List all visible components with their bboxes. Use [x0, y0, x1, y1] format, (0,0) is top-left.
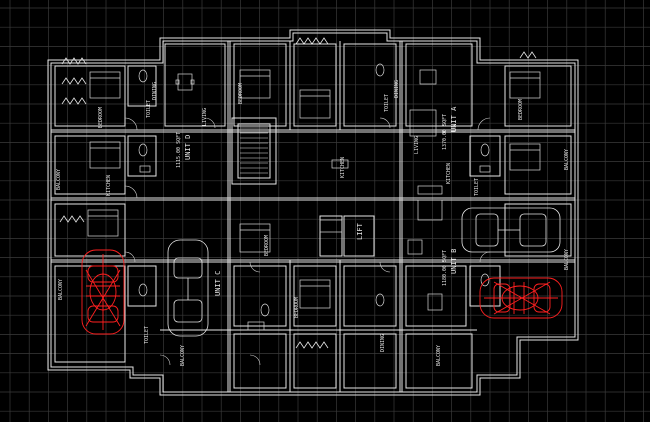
- car-top-view-icon: [81, 249, 125, 335]
- unit-d-label: UNIT D: [184, 135, 192, 160]
- door-swings: [124, 117, 491, 366]
- balcony-label: BALCONY: [564, 249, 570, 270]
- living-label: LIVING: [414, 136, 420, 154]
- kitchen-label: KITCHEN: [340, 157, 346, 178]
- kitchen-label: KITCHEN: [446, 163, 452, 184]
- unit-c-label: UNIT C: [214, 271, 222, 296]
- car-top-view-icon: [479, 277, 563, 319]
- kitchen-label: KITCHEN: [106, 175, 112, 196]
- lift-label: LIFT: [356, 222, 364, 240]
- bedroom-label: BEDROOM: [238, 83, 244, 104]
- living-label: LIVING: [202, 108, 208, 126]
- toilet-label: TOILET: [144, 326, 150, 344]
- dining-label: DINING: [380, 334, 386, 352]
- building-walls: [47, 29, 579, 396]
- bedroom-label: BEDROOM: [98, 107, 104, 128]
- unit-b-area-label: 1180.00 SQFT: [442, 250, 448, 286]
- balcony-label: BALCONY: [564, 149, 570, 170]
- balcony-railings: [59, 37, 537, 349]
- bedroom-label: BEDROOM: [264, 235, 270, 256]
- toilet-label: TOILET: [146, 100, 152, 118]
- toilet-label: TOILET: [474, 178, 480, 196]
- toilet-label: TOILET: [384, 94, 390, 112]
- suv-car-icon: [461, 207, 561, 253]
- staircase-treads: [240, 127, 268, 174]
- balcony-label: BALCONY: [58, 279, 64, 300]
- bedroom-label: BEDROOM: [518, 99, 524, 120]
- room-labels: UNIT D 1115.00 SQFT UNIT A 1370.00 SQFT …: [56, 80, 570, 366]
- unit-b-label: UNIT B: [450, 249, 458, 274]
- unit-a-area-label: 1370.00 SQFT: [442, 114, 448, 150]
- sedan-car-icon: [167, 239, 209, 337]
- furniture-fixtures: [87, 63, 541, 331]
- balcony-label: BALCONY: [56, 169, 62, 190]
- balcony-label: BALCONY: [436, 345, 442, 366]
- unit-a-label: UNIT A: [450, 106, 458, 132]
- dining-label: DINING: [152, 82, 158, 100]
- unit-d-area-label: 1115.00 SQFT: [176, 132, 182, 168]
- balcony-label: BALCONY: [180, 345, 186, 366]
- dining-label: DINING: [394, 80, 400, 98]
- bedroom-label: BEDROOM: [294, 297, 300, 318]
